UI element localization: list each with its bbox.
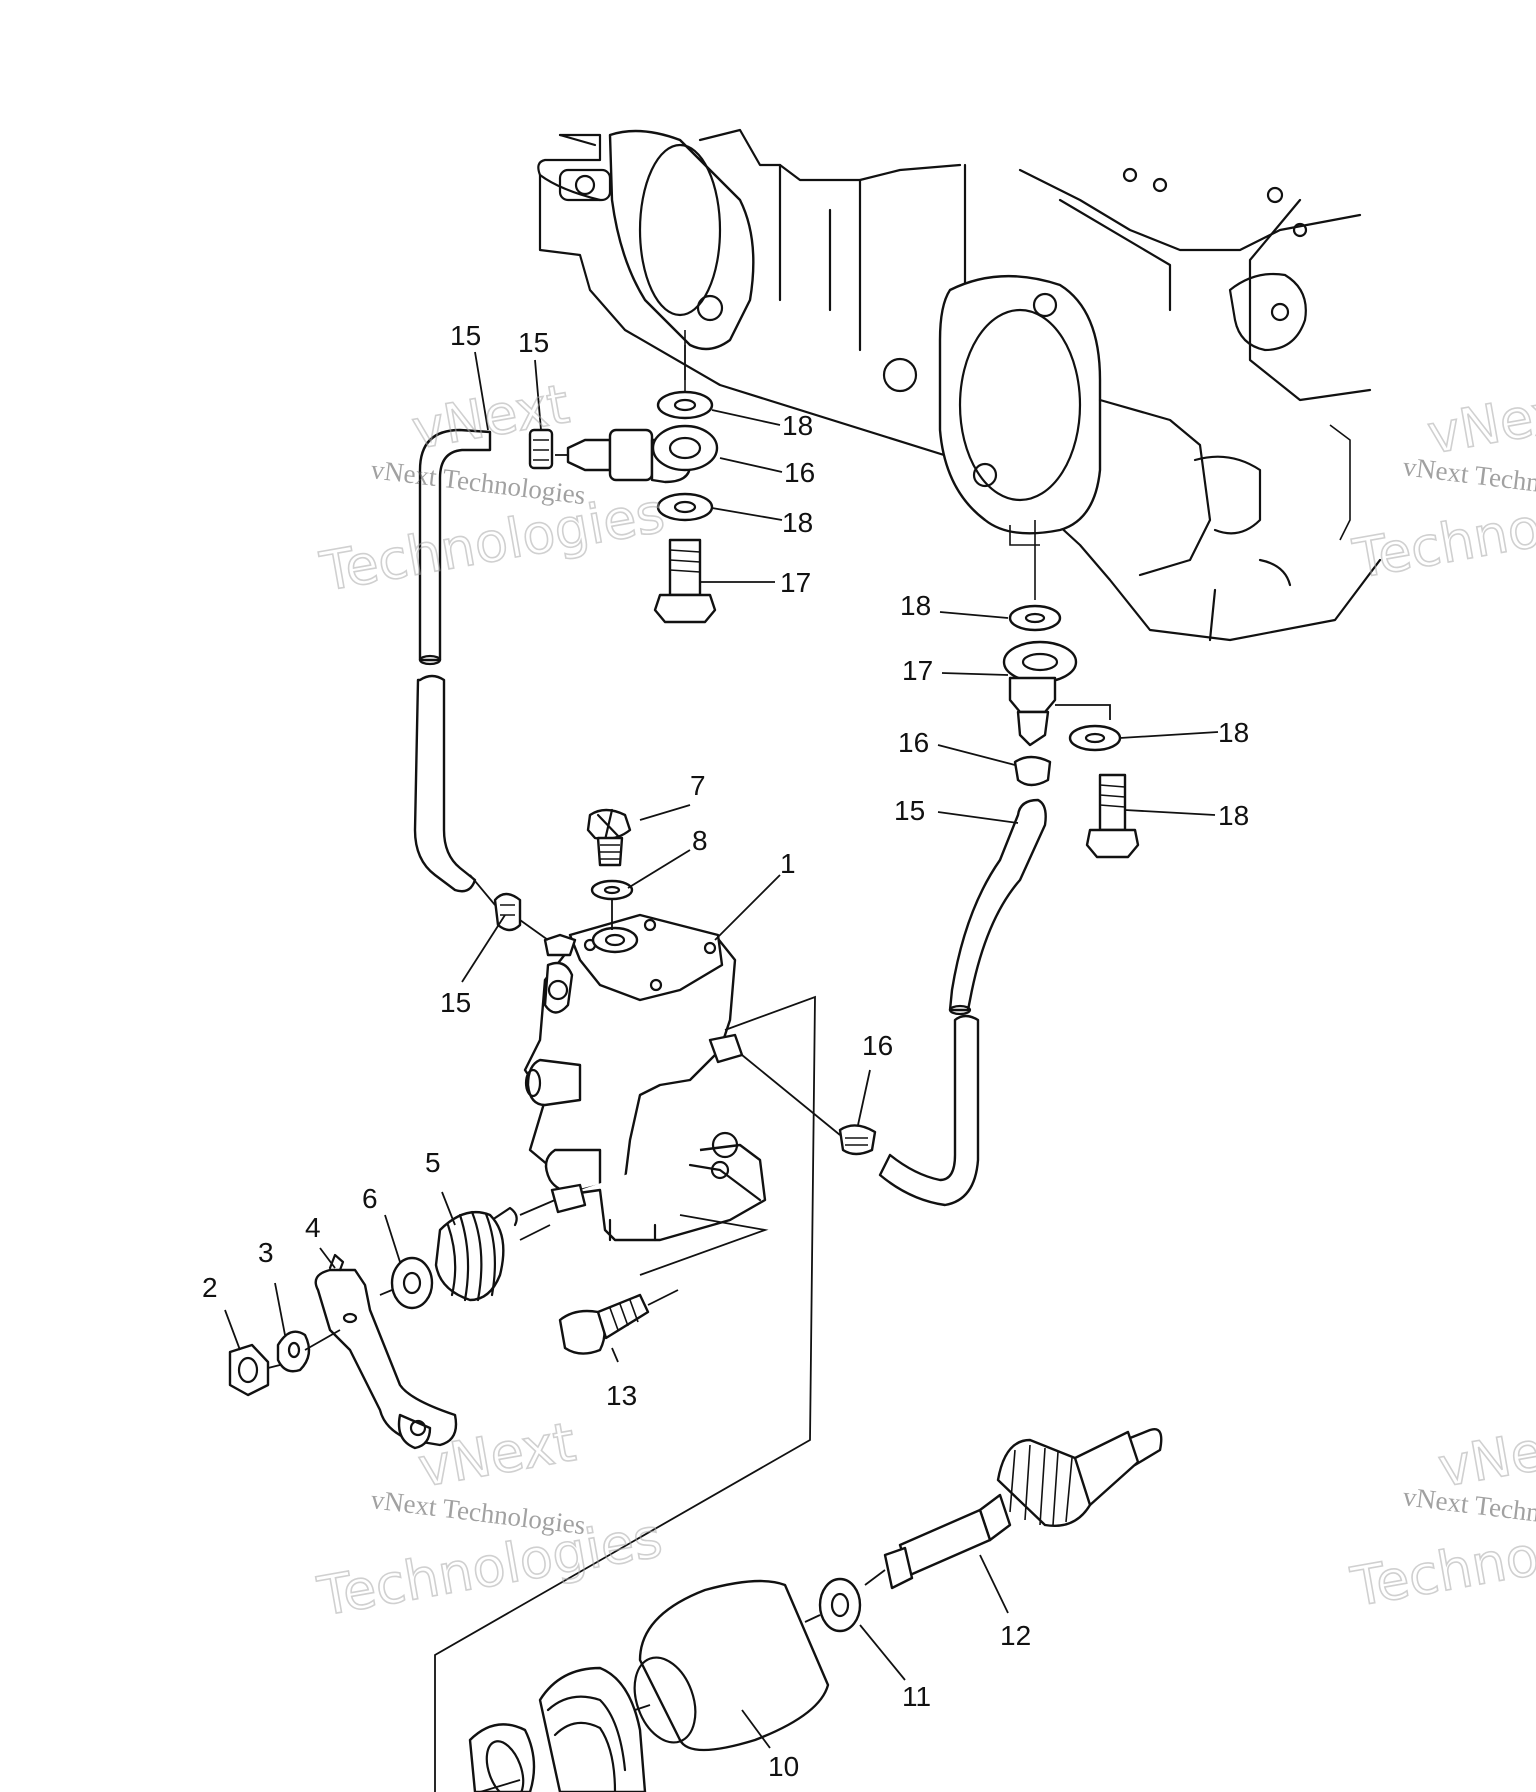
drive-gear-shaft-assembly [468,1428,1163,1792]
callout-7: 7 [690,770,706,801]
callout-15-right-lower: 16 [862,1030,893,1061]
callout-18-middle: 18 [782,507,813,538]
callout-15-left-lower: 15 [440,987,471,1018]
callout-2: 2 [202,1272,218,1303]
upper-left-fittings [651,330,719,624]
callout-3: 3 [258,1237,274,1268]
watermark: vNext vNext Technologies Technologies vN… [312,371,1536,1629]
callout-4: 4 [305,1212,321,1243]
callout-18-right-upper: 18 [900,590,931,621]
callout-15-top-left: 15 [518,327,549,358]
callout-labels: 15 15 18 16 18 17 18 17 18 16 18 15 7 8 … [202,320,1249,1782]
callout-5: 5 [425,1147,441,1178]
callout-12: 12 [1000,1620,1031,1651]
callout-18-top: 18 [782,410,813,441]
right-oil-line [838,520,1140,1207]
watermark-big-tech-1: Technologies [315,481,669,603]
oil-pump [469,874,841,1242]
control-lever-assembly [228,1206,551,1450]
callout-17-right: 18 [1218,800,1249,831]
callout-1: 1 [780,848,796,879]
pump-mounting-bolt [558,1289,679,1355]
callout-14-right: 15 [894,795,925,826]
sub-assembly-bracket [434,995,816,1792]
callout-8: 8 [692,825,708,856]
leader-lines [224,351,1219,1749]
callout-13: 13 [606,1380,637,1411]
callout-15-right-upper: 16 [898,727,929,758]
callout-16-left: 16 [784,457,815,488]
callout-6: 6 [362,1183,378,1214]
callout-18-right-lower: 18 [1218,717,1249,748]
callout-10: 10 [768,1751,799,1782]
watermark-big-vnext-2: vNext [1423,377,1536,466]
callout-14-left: 15 [450,320,481,351]
callout-11: 11 [902,1681,931,1712]
callout-16-right: 17 [902,655,933,686]
pump-bolt-and-washer [586,808,634,930]
callout-17-left: 17 [780,567,811,598]
engine-case [537,128,1382,642]
